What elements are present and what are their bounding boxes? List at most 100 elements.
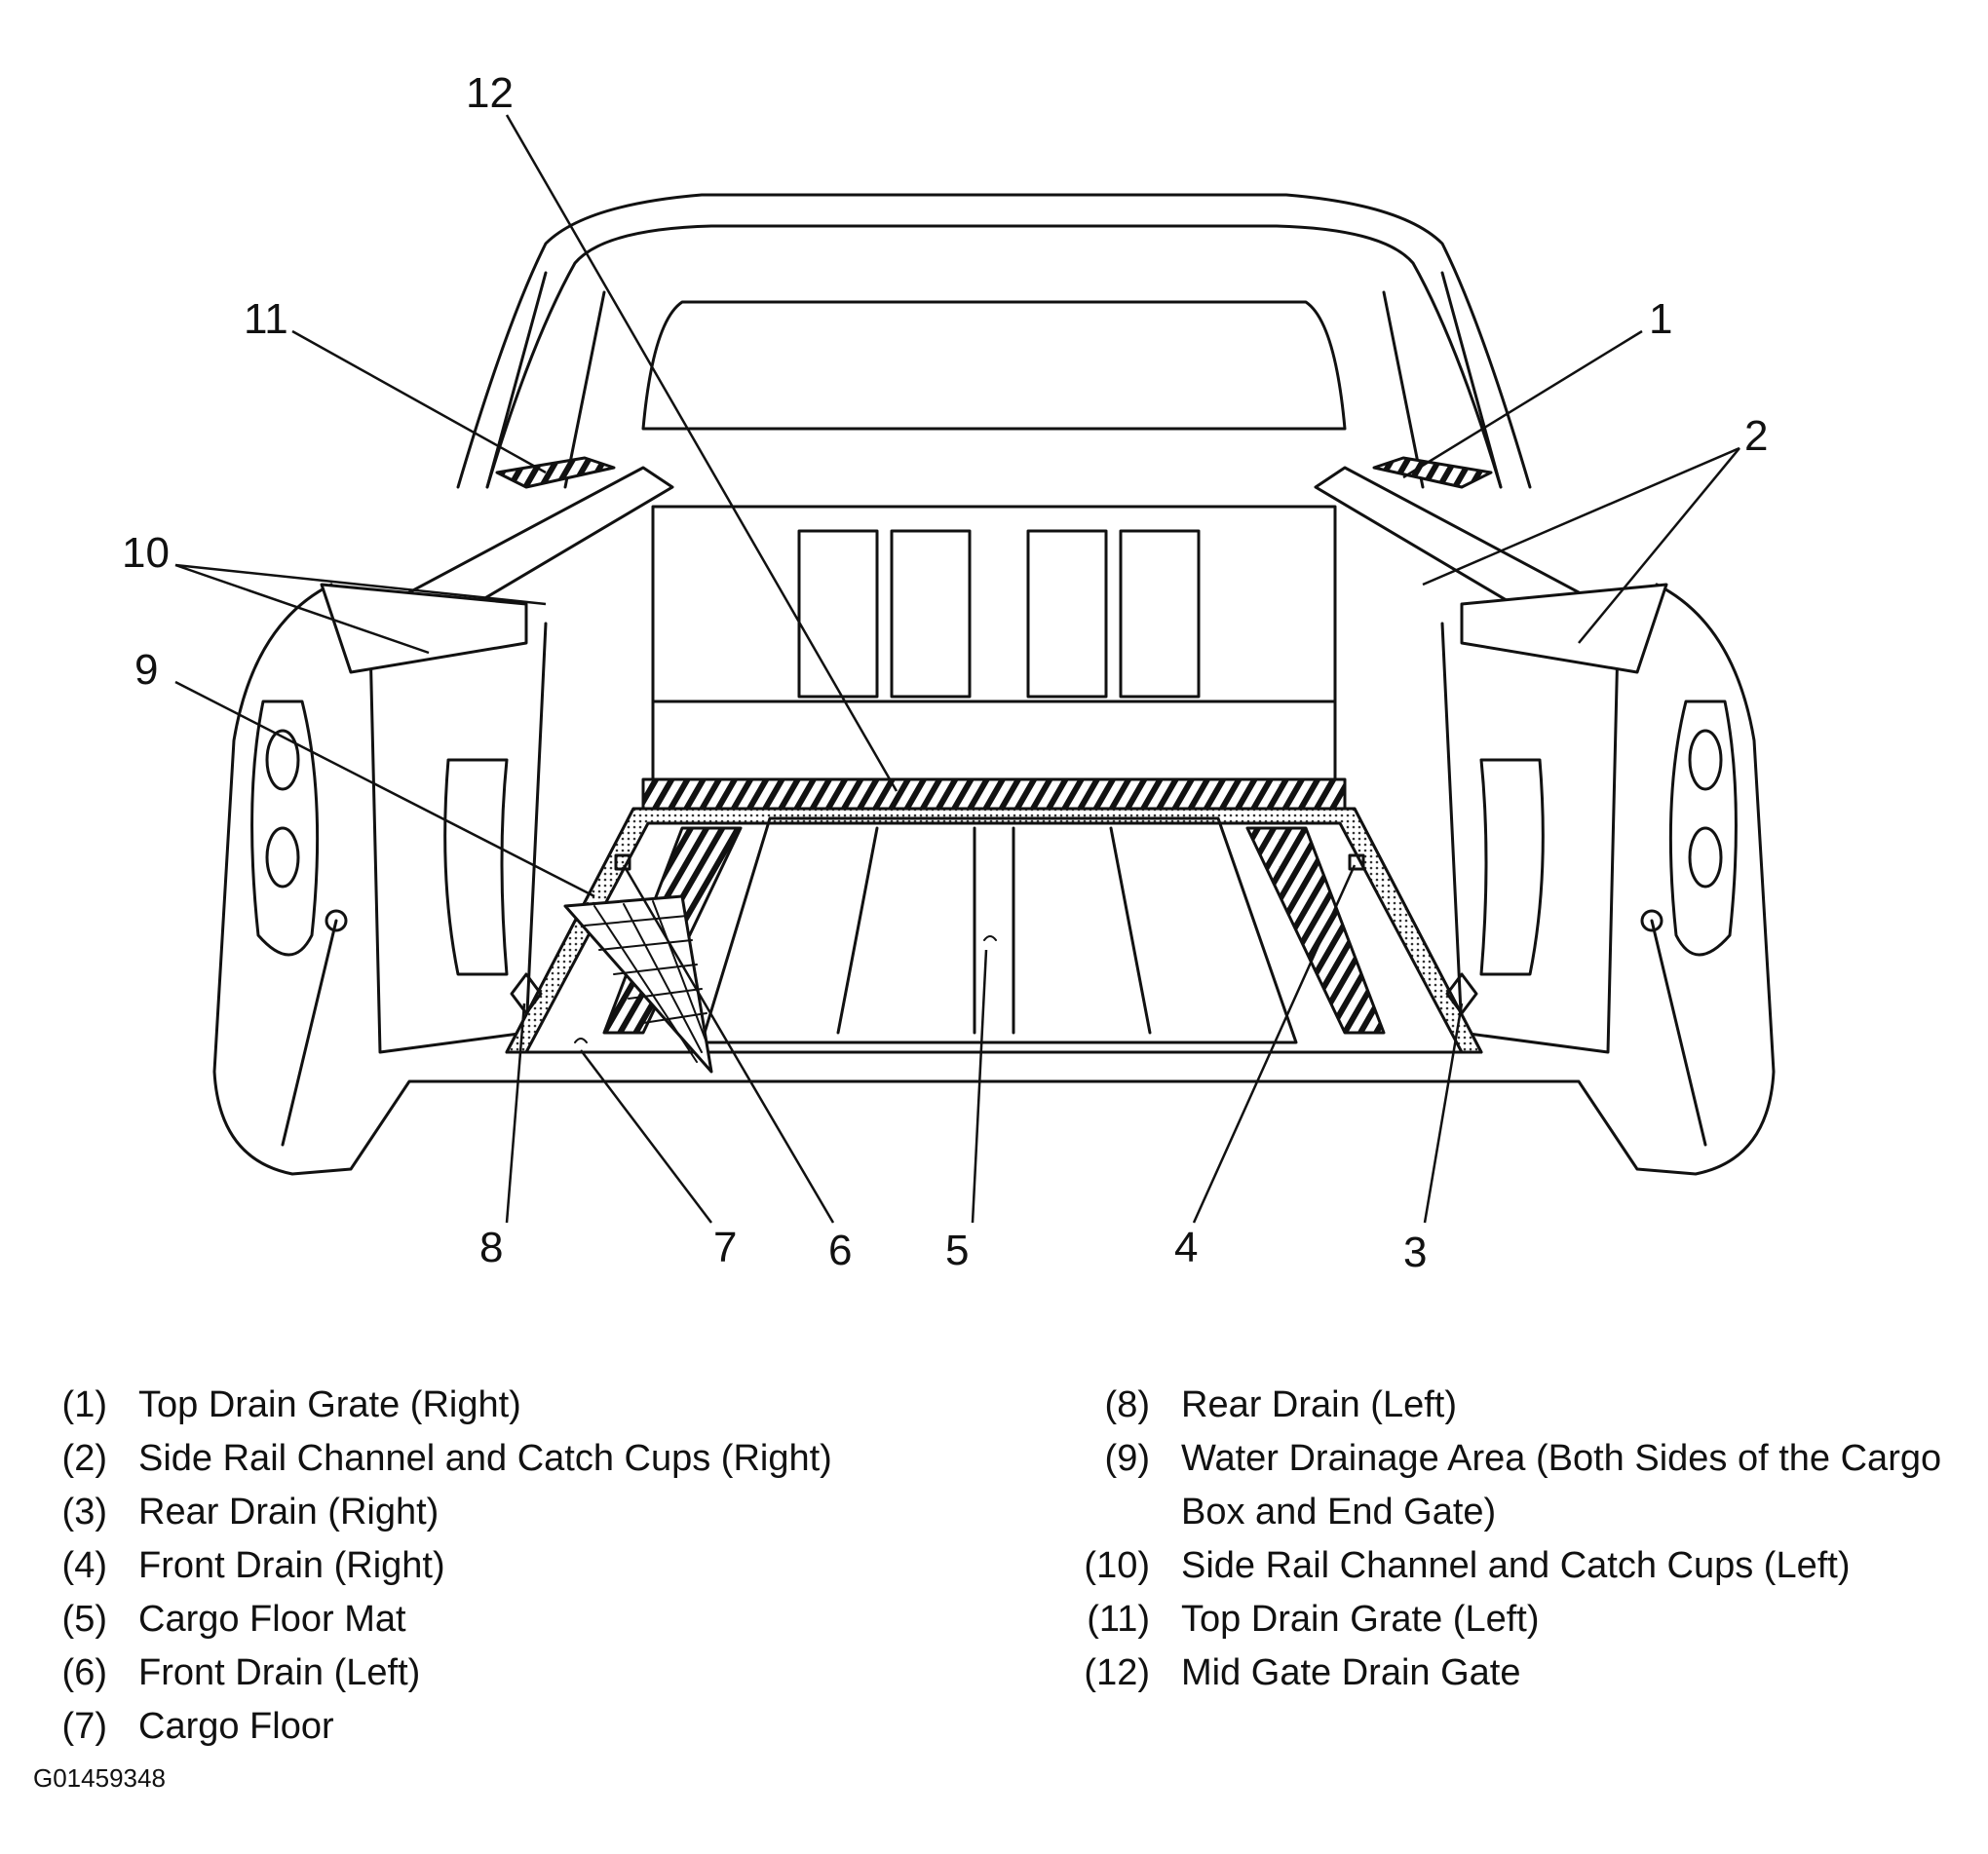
leader-1 <box>1402 329 1643 479</box>
legend-left-column: (1) Top Drain Grate (Right) (2) Side Rail … <box>29 1379 1023 1754</box>
leader-4 <box>1192 864 1357 1224</box>
legend-text: Rear Drain (Left) <box>1181 1384 1457 1425</box>
legend-text: Rear Drain (Right) <box>138 1492 440 1532</box>
cargo-box-diagram: 1 2 3 4 5 6 7 8 9 10 11 12 <box>122 69 1776 1276</box>
legend-number: (1) <box>61 1384 107 1425</box>
midgate-drain-strip <box>641 777 1347 811</box>
figure-id: G01459348 <box>33 1763 166 1793</box>
legend-number: (8) <box>1104 1384 1150 1425</box>
legend-item: (5)Cargo Floor Mat <box>29 1593 1023 1646</box>
left-gate-cable <box>281 919 338 1147</box>
leader-11 <box>291 329 547 474</box>
legend-right-column: (8) Rear Drain (Left) (9) Water Drainage A… <box>1072 1379 1969 1700</box>
right-lamp-lens-1 <box>1688 729 1723 791</box>
legend-number: (2) <box>61 1438 107 1479</box>
leader-2b <box>1578 447 1740 644</box>
left-catch-cup <box>320 583 528 674</box>
callout-4: 4 <box>1174 1224 1198 1271</box>
right-wall-inner <box>1479 758 1545 976</box>
floor-mat-tag <box>983 935 997 941</box>
midgate-window-2 <box>890 529 972 699</box>
callout-1: 1 <box>1649 295 1672 343</box>
callout-7: 7 <box>713 1224 737 1271</box>
legend-text: Water Drainage Area (Both Sides of the C… <box>1181 1438 1942 1532</box>
leader-8 <box>505 1003 526 1224</box>
callout-11: 11 <box>244 295 288 343</box>
legend-text: Top Drain Grate (Left) <box>1181 1599 1540 1640</box>
left-lamp-lens-1 <box>265 729 300 791</box>
legend-text: Side Rail Channel and Catch Cups (Right) <box>138 1438 832 1479</box>
legend-text: Top Drain Grate (Right) <box>138 1384 521 1425</box>
leader-2a <box>1422 446 1740 586</box>
legend-text: Front Drain (Right) <box>138 1545 445 1586</box>
legend-item: (11) Top Drain Grate (Left) <box>1072 1593 1969 1646</box>
bed-outer-body <box>212 583 1776 1176</box>
rear-window <box>641 300 1347 431</box>
right-top-grate <box>1372 456 1493 489</box>
cab-roof-inner <box>485 224 1503 489</box>
legend-item: (1) Top Drain Grate (Right) <box>29 1379 1023 1432</box>
right-tail-lamp <box>1668 700 1738 957</box>
midgate-window-3 <box>1026 529 1108 699</box>
right-rear-drain <box>1445 972 1478 1015</box>
legend-number: (9) <box>1104 1438 1150 1479</box>
callout-2: 2 <box>1744 412 1768 460</box>
legend-text: Side Rail Channel and Catch Cups (Left) <box>1181 1545 1851 1586</box>
cab-roof-outline <box>456 193 1532 489</box>
floor-mat <box>700 816 1298 1044</box>
cargo-net-mesh <box>584 900 707 1063</box>
right-gate-cable <box>1650 919 1707 1147</box>
leader-9 <box>174 680 595 898</box>
water-drainage-area <box>505 807 1483 1054</box>
callout-12: 12 <box>466 69 514 117</box>
legend-number: (4) <box>61 1545 107 1586</box>
leader-12 <box>505 114 898 792</box>
legend-item: (7) Cargo Floor <box>29 1700 1023 1754</box>
legend-item: (3) Rear Drain (Right) <box>29 1486 1023 1539</box>
left-rear-drain <box>510 972 543 1015</box>
legend-item: (10) Side Rail Channel and Catch Cups (Le… <box>1072 1539 1969 1593</box>
cargo-floor-tag <box>574 1038 588 1043</box>
legend-number: (12) <box>1084 1652 1150 1693</box>
legend-text: Cargo Floor Mat <box>138 1599 406 1640</box>
legend-item: (6)Front Drain (Left) <box>29 1646 1023 1700</box>
right-cable-anchor <box>1640 909 1663 932</box>
callout-8: 8 <box>479 1224 503 1271</box>
leader-6 <box>622 864 835 1224</box>
leader-5 <box>971 949 988 1224</box>
right-pillar <box>1382 271 1503 489</box>
callout-6: 6 <box>828 1227 852 1274</box>
leader-10b <box>174 563 430 655</box>
legend-text: Front Drain (Left) <box>138 1652 421 1693</box>
legend-number: (3) <box>61 1492 107 1532</box>
legend-number: (10) <box>1084 1545 1150 1586</box>
right-catch-cup <box>1460 583 1668 674</box>
left-top-grate <box>495 456 616 489</box>
legend-item: (12) Mid Gate Drain Gate <box>1072 1646 1969 1700</box>
callout-3: 3 <box>1403 1229 1427 1276</box>
callout-5: 5 <box>945 1227 969 1274</box>
left-tail-lamp <box>250 700 320 957</box>
midgate-panel <box>651 505 1337 781</box>
right-front-drain <box>1348 853 1365 871</box>
legend-text: Mid Gate Drain Gate <box>1181 1652 1521 1693</box>
floor-ribs <box>836 826 1152 1035</box>
right-lamp-lens-2 <box>1688 826 1723 889</box>
callout-9: 9 <box>134 646 158 694</box>
midgate-window-1 <box>797 529 879 699</box>
legend-item: (4) Front Drain (Right) <box>29 1539 1023 1593</box>
legend-number: (7) <box>61 1706 107 1747</box>
legend-number: (11) <box>1087 1599 1150 1640</box>
left-cable-anchor <box>325 909 348 932</box>
left-wall-inner <box>443 758 509 976</box>
left-lamp-lens-2 <box>265 826 300 889</box>
legend-item: (9) Water Drainage Area (Both Sides of th… <box>1072 1432 1969 1539</box>
leader-10a <box>174 563 547 606</box>
leader-7 <box>580 1049 712 1224</box>
left-pillar <box>485 271 606 489</box>
right-side-wall <box>1440 622 1620 1054</box>
legend-item: (2) Side Rail Channel and Catch Cups (Rig… <box>29 1432 1023 1486</box>
left-side-wall <box>368 622 548 1054</box>
left-front-drain <box>614 853 631 871</box>
legend-text: Cargo Floor <box>138 1706 334 1747</box>
